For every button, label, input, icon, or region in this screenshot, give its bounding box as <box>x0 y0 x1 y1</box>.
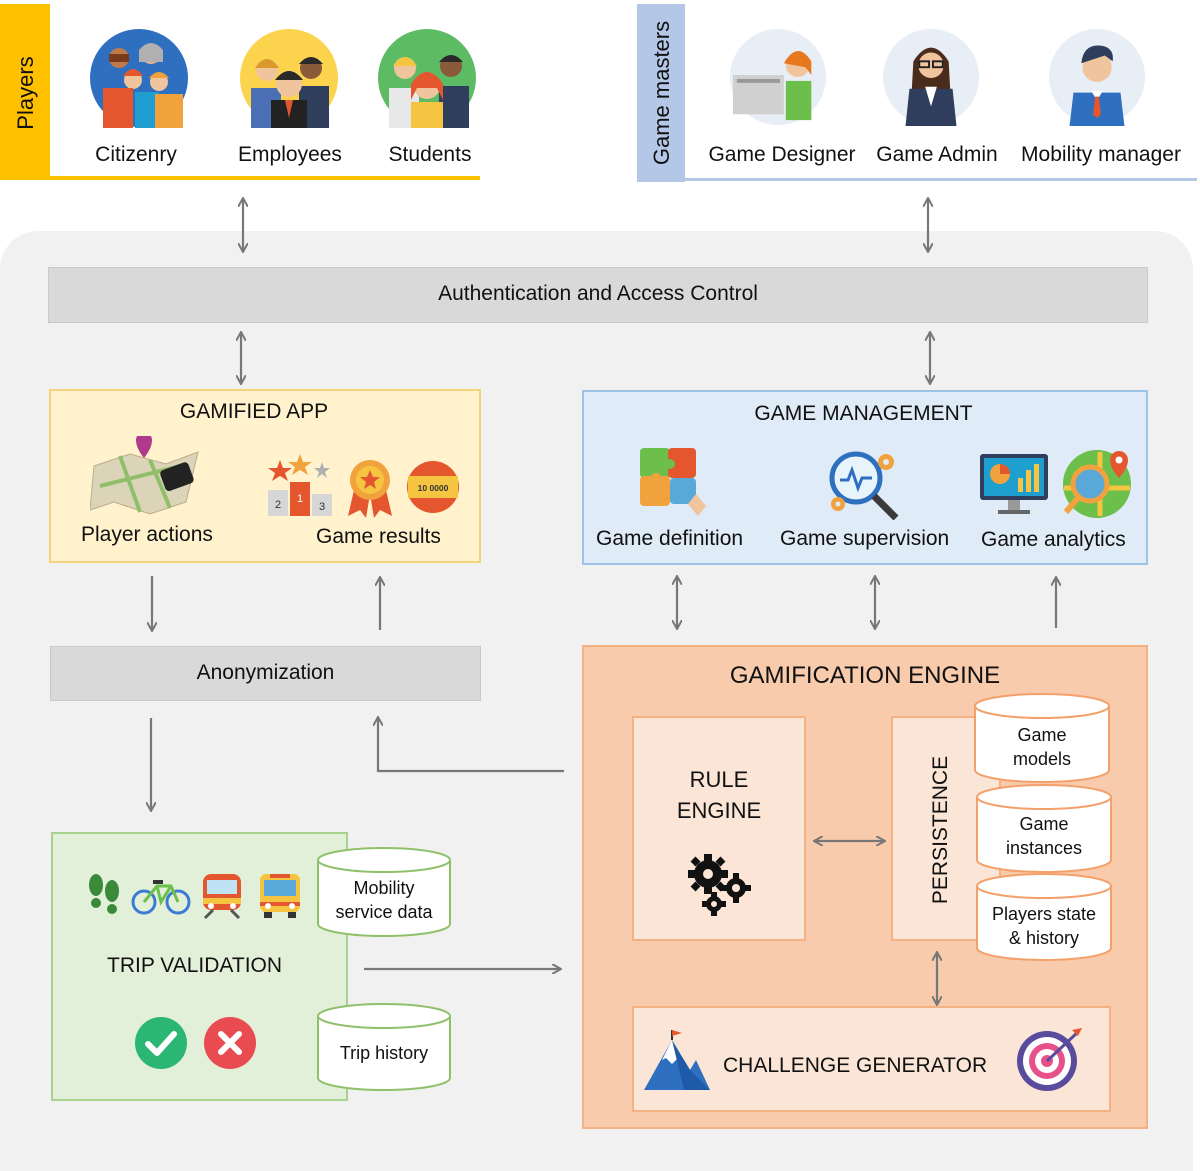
game-models-cylinder <box>974 693 1110 783</box>
role-game-admin: Game Admin <box>876 143 998 166</box>
players-banner <box>0 4 50 178</box>
game-analytics-label: Game analytics <box>981 528 1126 551</box>
game-supervision-label: Game supervision <box>780 527 950 550</box>
game-designer-avatar-icon <box>729 28 827 126</box>
gamified-app-title: GAMIFIED APP <box>179 400 329 423</box>
trip-history-cylinder <box>317 1003 451 1091</box>
gears-icon <box>688 854 751 916</box>
anonymization-bar <box>50 646 481 701</box>
players-underline <box>0 176 480 180</box>
players-group-employees: Employees <box>238 143 342 166</box>
bicycle-icon <box>131 880 191 915</box>
podium-place-2: 2 <box>275 499 281 511</box>
players-group-citizenry: Citizenry <box>95 143 177 166</box>
game-instances-cylinder <box>976 784 1112 873</box>
trip-history-label: Trip history <box>339 1043 429 1063</box>
target-icon <box>1017 1028 1082 1091</box>
cheque-badge-icon: 10 0000 <box>407 461 459 513</box>
mobility-service-data-cylinder <box>317 847 451 937</box>
cheque-amount: 10 0000 <box>418 483 449 493</box>
players-group-students: Students <box>388 143 472 166</box>
game-models-label-line1: Game <box>1017 725 1067 745</box>
challenge-generator-box <box>632 1006 1111 1112</box>
game-admin-avatar-icon <box>882 28 980 126</box>
anonymization-label: Anonymization <box>196 661 335 684</box>
auth-bar <box>48 267 1148 323</box>
game-definition-label: Game definition <box>596 527 744 550</box>
game-masters-banner <box>637 4 685 182</box>
players-state-label-line2: & history <box>1008 928 1080 948</box>
cross-icon <box>204 1017 256 1069</box>
mobility-manager-avatar-icon <box>1048 28 1146 126</box>
rule-engine-label-line1: RULE <box>689 767 749 792</box>
dashboard-monitor-icon <box>980 454 1048 514</box>
podium-place-1: 1 <box>297 493 303 505</box>
game-results-label: Game results <box>316 525 441 548</box>
challenge-generator-label: CHALLENGE GENERATOR <box>723 1054 988 1077</box>
rule-engine-label-line2: ENGINE <box>676 798 762 823</box>
player-actions-label: Player actions <box>81 523 213 546</box>
mobility-data-label-line2: service data <box>335 902 433 922</box>
citizenry-group-icon <box>90 29 188 128</box>
magnifier-gear-icon <box>829 451 899 520</box>
map-phone-icon <box>90 436 199 515</box>
gamification-engine-title: GAMIFICATION ENGINE <box>729 662 1001 689</box>
footsteps-icon <box>89 874 119 914</box>
game-models-label-line2: models <box>1012 749 1072 769</box>
bus-icon <box>260 874 300 918</box>
game-instances-label-line1: Game <box>1019 814 1069 834</box>
podium-icon: 2 1 3 <box>268 454 332 516</box>
game-instances-label-line2: instances <box>1005 838 1083 858</box>
trip-validation-title: TRIP VALIDATION <box>107 954 283 977</box>
podium-place-3: 3 <box>319 501 325 513</box>
role-mobility-manager: Mobility manager <box>1021 143 1181 166</box>
game-management-title: GAME MANAGEMENT <box>754 402 973 425</box>
role-game-designer: Game Designer <box>708 143 856 166</box>
employees-group-icon <box>240 29 338 128</box>
students-group-icon <box>378 29 476 128</box>
mountain-flag-icon <box>644 1030 710 1090</box>
puzzle-icon <box>640 448 706 516</box>
auth-label: Authentication and Access Control <box>438 282 758 305</box>
game-masters-underline <box>637 178 1197 181</box>
train-icon <box>203 874 241 920</box>
mobility-data-label-line1: Mobility <box>353 878 415 898</box>
players-state-cylinder <box>976 873 1112 961</box>
medal-icon <box>348 460 392 518</box>
players-state-label-line1: Players state <box>991 904 1097 924</box>
check-icon <box>135 1017 187 1069</box>
map-search-icon <box>1063 450 1131 518</box>
